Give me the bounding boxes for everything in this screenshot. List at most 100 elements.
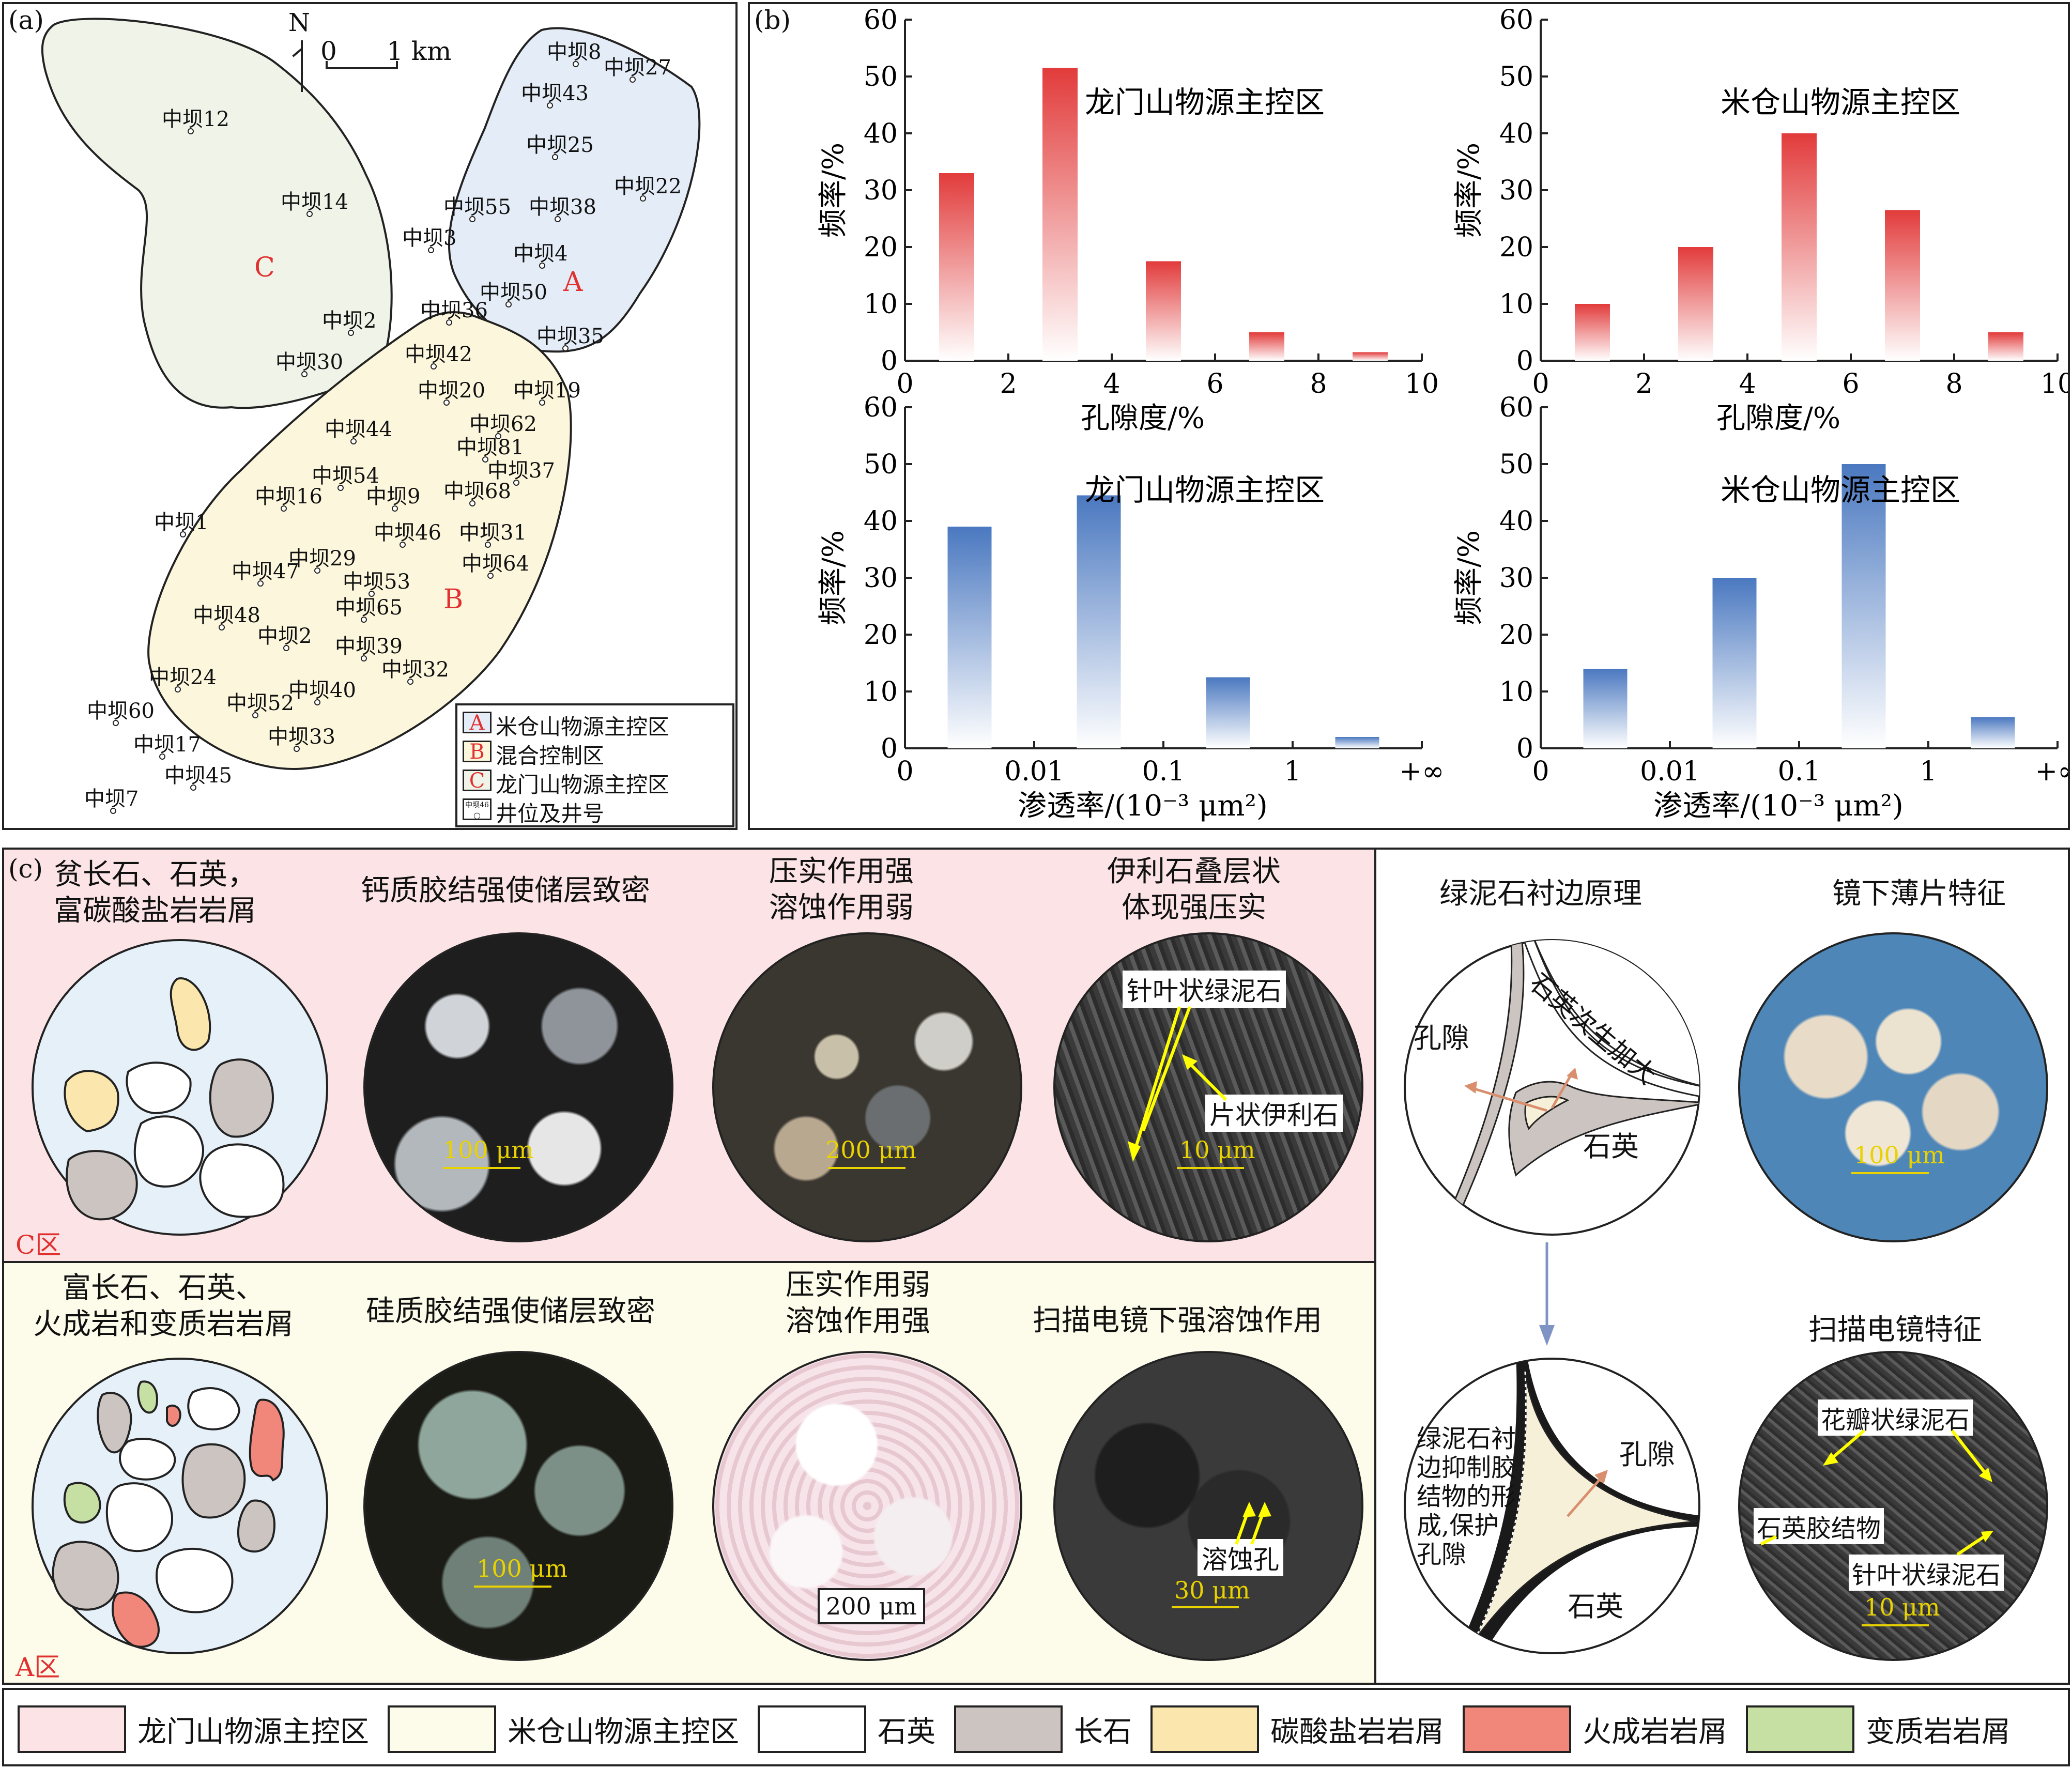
sem-image: 花瓣状绿泥石 石英胶结物 针叶状绿泥石 10 μm	[1738, 1351, 2048, 1661]
bar-0.01-0.1	[1077, 495, 1121, 748]
well-marker	[446, 319, 452, 326]
legend-a-swatch: A	[463, 712, 492, 733]
overgrowth-diagram	[1404, 939, 1700, 1236]
y-tick-label: 10	[864, 676, 898, 707]
y-tick-label: 0	[1516, 346, 1533, 377]
zone-a-band: 富长石、石英、 火成岩和变质岩岩屑 硅质胶结强使储层致密 压实作用弱 溶蚀作用强…	[4, 1263, 1376, 1683]
scale-zero-label: 0	[320, 36, 337, 66]
bar-0-2	[1575, 304, 1610, 361]
bar-4-6	[1146, 261, 1181, 361]
bottom-legend: 龙门山物源主控区米仓山物源主控区石英长石碳酸盐岩岩屑火成岩岩屑变质岩岩屑	[2, 1688, 2070, 1766]
zone-a-caption-1: 硅质胶结强使储层致密	[366, 1295, 655, 1328]
well-marker	[469, 500, 475, 506]
well-label: 中坝4	[513, 237, 567, 269]
well-label: 中坝43	[521, 76, 589, 109]
legend-label: 变质岩岩屑	[1866, 1715, 2010, 1749]
well-label: 中坝81	[456, 430, 524, 463]
well-marker	[539, 399, 545, 406]
well-label: 中坝27	[604, 51, 671, 83]
legend-label: 米仓山物源主控区	[508, 1715, 739, 1749]
well-label: 中坝17	[133, 728, 201, 760]
well-marker	[552, 154, 558, 160]
well-label: 中坝30	[275, 345, 343, 377]
well-label: 中坝24	[149, 660, 217, 693]
y-tick-label: 60	[1499, 5, 1533, 36]
well-label: 中坝50	[480, 275, 547, 307]
zone-c-callout-2: 片状伊利石	[1205, 1095, 1343, 1132]
well-marker	[175, 686, 181, 693]
bar-6-8	[1885, 210, 1920, 361]
well-label: 中坝3	[402, 221, 456, 253]
well-marker	[573, 61, 579, 67]
legend-c-swatch: C	[463, 770, 492, 791]
y-tick-label: 10	[864, 289, 898, 320]
well-label: 中坝38	[529, 190, 596, 222]
y-tick-label: 40	[864, 118, 898, 149]
x-tick-label: 8	[1310, 368, 1327, 399]
zone-c-scale-3: 10 μm	[1179, 1136, 1255, 1164]
well-label: 中坝25	[526, 128, 594, 160]
zone-b-region	[147, 311, 572, 771]
legend-a-label: 米仓山物源主控区	[496, 714, 670, 740]
well-marker	[469, 216, 475, 222]
well-marker	[443, 399, 450, 406]
well-label: 中坝53	[343, 565, 410, 597]
chlorite-principle-column: 绿泥石衬边原理 镜下薄片特征 扫描电镜特征 孔隙 石英次生加大 石英	[1376, 850, 2068, 1683]
zone-a-scale-2: 200 μm	[818, 1588, 925, 1624]
legend-swatch	[1463, 1705, 1571, 1753]
thin-section-title: 镜下薄片特征	[1832, 877, 2006, 911]
chart-4: 010203040506000.010.11+∞米仓山物源主控区渗透率/(10⁻…	[1452, 392, 2072, 823]
well-marker	[188, 128, 194, 134]
chart-title: 米仓山物源主控区	[1721, 472, 1960, 507]
well-marker	[314, 699, 320, 705]
y-tick-label: 20	[1499, 232, 1533, 263]
well-marker	[350, 438, 357, 444]
legend-swatch	[1746, 1705, 1854, 1753]
well-label: 中坝52	[226, 686, 294, 718]
well-label: 中坝35	[536, 319, 604, 351]
zone-a-thin-section-1: 100 μm	[363, 1351, 673, 1661]
chlorite-quartz-label: 石英	[1568, 1590, 1623, 1623]
well-marker	[110, 808, 116, 814]
well-label: 中坝8	[547, 35, 601, 67]
well-label: 中坝1	[154, 505, 208, 537]
sem-title: 扫描电镜特征	[1808, 1313, 1982, 1347]
thin-section-image: 100 μm	[1738, 932, 2048, 1242]
bar-0.1-1	[1206, 677, 1250, 748]
chart-title: 龙门山物源主控区	[1085, 472, 1325, 507]
well-marker	[219, 624, 225, 630]
down-arrow	[1539, 1242, 1555, 1346]
well-label: 中坝47	[232, 555, 299, 587]
well-label: 中坝48	[193, 598, 260, 630]
well-marker	[281, 505, 287, 512]
legend-b-swatch: B	[463, 741, 492, 762]
well-label: 中坝62	[469, 407, 537, 439]
well-marker	[485, 542, 491, 548]
overgrowth-quartz-bottom: 石英	[1583, 1130, 1639, 1163]
y-tick-label: 10	[1499, 289, 1533, 320]
well-marker	[301, 371, 308, 377]
well-location-map	[41, 18, 701, 771]
well-label: 中坝29	[288, 542, 356, 574]
y-axis-label: 频率/%	[817, 530, 850, 625]
legend-label: 火成岩岩屑	[1583, 1715, 1727, 1749]
legend-swatch	[18, 1705, 126, 1753]
chlorite-principle-title: 绿泥石衬边原理	[1439, 877, 1642, 911]
x-tick-label: 6	[1842, 368, 1859, 399]
zone-c-caption-3: 伊利石叠层状 体现强压实	[1107, 855, 1281, 925]
sem-callout-3: 针叶状绿泥石	[1849, 1555, 2004, 1591]
well-marker	[431, 363, 437, 370]
x-tick-label: 4	[1739, 368, 1756, 399]
legend-row: 龙门山物源主控区米仓山物源主控区石英长石碳酸盐岩岩屑火成岩岩屑变质岩岩屑	[18, 1705, 2029, 1753]
well-label: 中坝65	[335, 591, 403, 623]
zone-c-sem: 针叶状绿泥石 片状伊利石 10 μm	[1053, 932, 1363, 1242]
y-tick-label: 50	[1499, 61, 1533, 93]
legend-swatch	[954, 1705, 1063, 1753]
well-marker	[283, 645, 289, 651]
chart-title: 米仓山物源主控区	[1721, 85, 1960, 120]
bar-8-10	[1353, 352, 1388, 361]
y-tick-label: 40	[1499, 506, 1533, 537]
zone-a-letter: A	[563, 267, 583, 298]
chlorite-coating-text: 绿泥石衬 边抑制胶 结物的形 成,保护 孔隙	[1417, 1424, 1516, 1569]
